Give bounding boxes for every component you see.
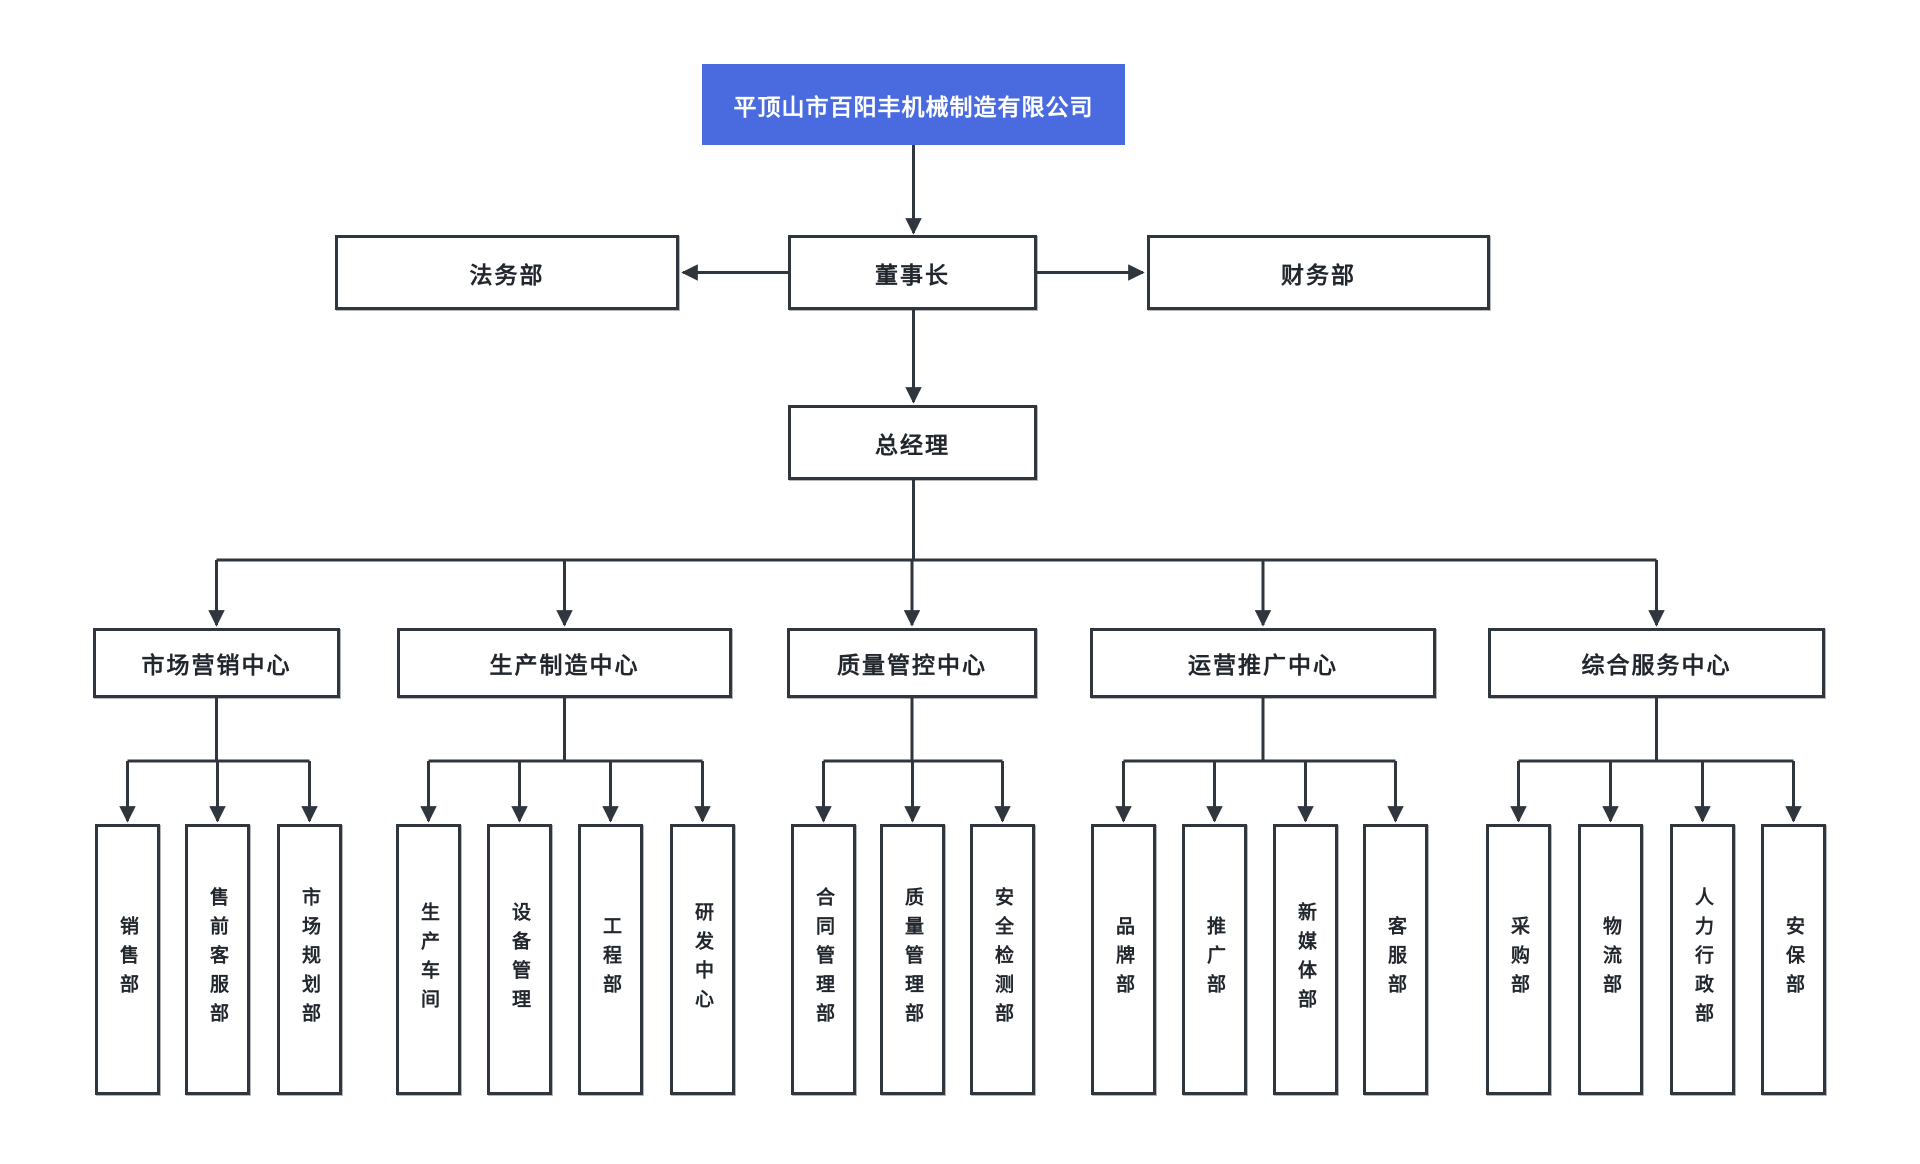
node-dept-sales: 销售部 (95, 824, 160, 1095)
node-dept-market-planning: 市场规划部 (277, 824, 342, 1095)
node-dept-engineering: 工程部 (578, 824, 643, 1095)
node-dept-contract-mgmt: 合同管理部 (791, 824, 856, 1095)
node-dept-logistics: 物流部 (1578, 824, 1643, 1095)
node-company: 平顶山市百阳丰机械制造有限公司 (702, 64, 1125, 145)
node-dept-production-workshop: 生产车间 (396, 824, 461, 1095)
node-dept-new-media: 新媒体部 (1273, 824, 1338, 1095)
node-center-manufacturing: 生产制造中心 (397, 628, 732, 698)
node-dept-brand: 品牌部 (1091, 824, 1156, 1095)
node-dept-procurement: 采购部 (1486, 824, 1551, 1095)
node-legal-dept: 法务部 (335, 235, 679, 310)
node-dept-customer-service: 客服部 (1363, 824, 1428, 1095)
node-dept-equipment-mgmt: 设备管理 (487, 824, 552, 1095)
node-dept-rnd-center: 研发中心 (670, 824, 735, 1095)
node-center-quality: 质量管控中心 (787, 628, 1037, 698)
node-center-operations: 运营推广中心 (1090, 628, 1436, 698)
node-finance-dept: 财务部 (1147, 235, 1490, 310)
node-dept-safety-inspection: 安全检测部 (970, 824, 1035, 1095)
node-center-services: 综合服务中心 (1488, 628, 1825, 698)
node-dept-quality-mgmt: 质量管理部 (880, 824, 945, 1095)
node-dept-hr-admin: 人力行政部 (1670, 824, 1735, 1095)
node-chairman: 董事长 (788, 235, 1037, 310)
node-dept-security: 安保部 (1761, 824, 1826, 1095)
node-general-manager: 总经理 (788, 405, 1037, 480)
node-dept-presales-service: 售前客服部 (185, 824, 250, 1095)
node-dept-promotion: 推广部 (1182, 824, 1247, 1095)
node-center-marketing: 市场营销中心 (93, 628, 340, 698)
